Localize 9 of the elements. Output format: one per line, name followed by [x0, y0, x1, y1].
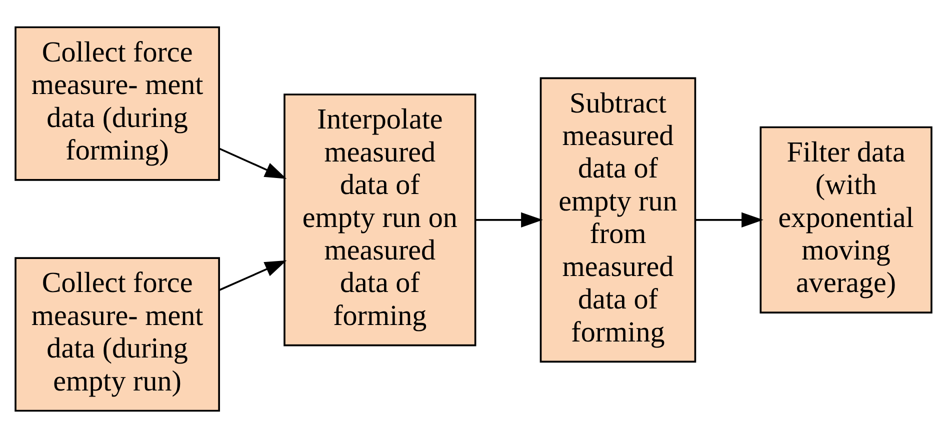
node-box: Filter data (with exponential moving average) [760, 126, 932, 313]
arrow [696, 212, 764, 228]
arrow [476, 212, 543, 228]
node-box: Collect force measure- ment data (during empty run) [14, 256, 220, 412]
node-box: Collect force measure- ment data (during forming) [14, 26, 220, 180]
node-box: Interpolate measured data of empty run on measured data of forming [284, 93, 476, 346]
arrow [218, 260, 287, 290]
node-box: Subtract measured data of empty run from measured data of forming [540, 76, 696, 362]
arrow [218, 147, 287, 178]
